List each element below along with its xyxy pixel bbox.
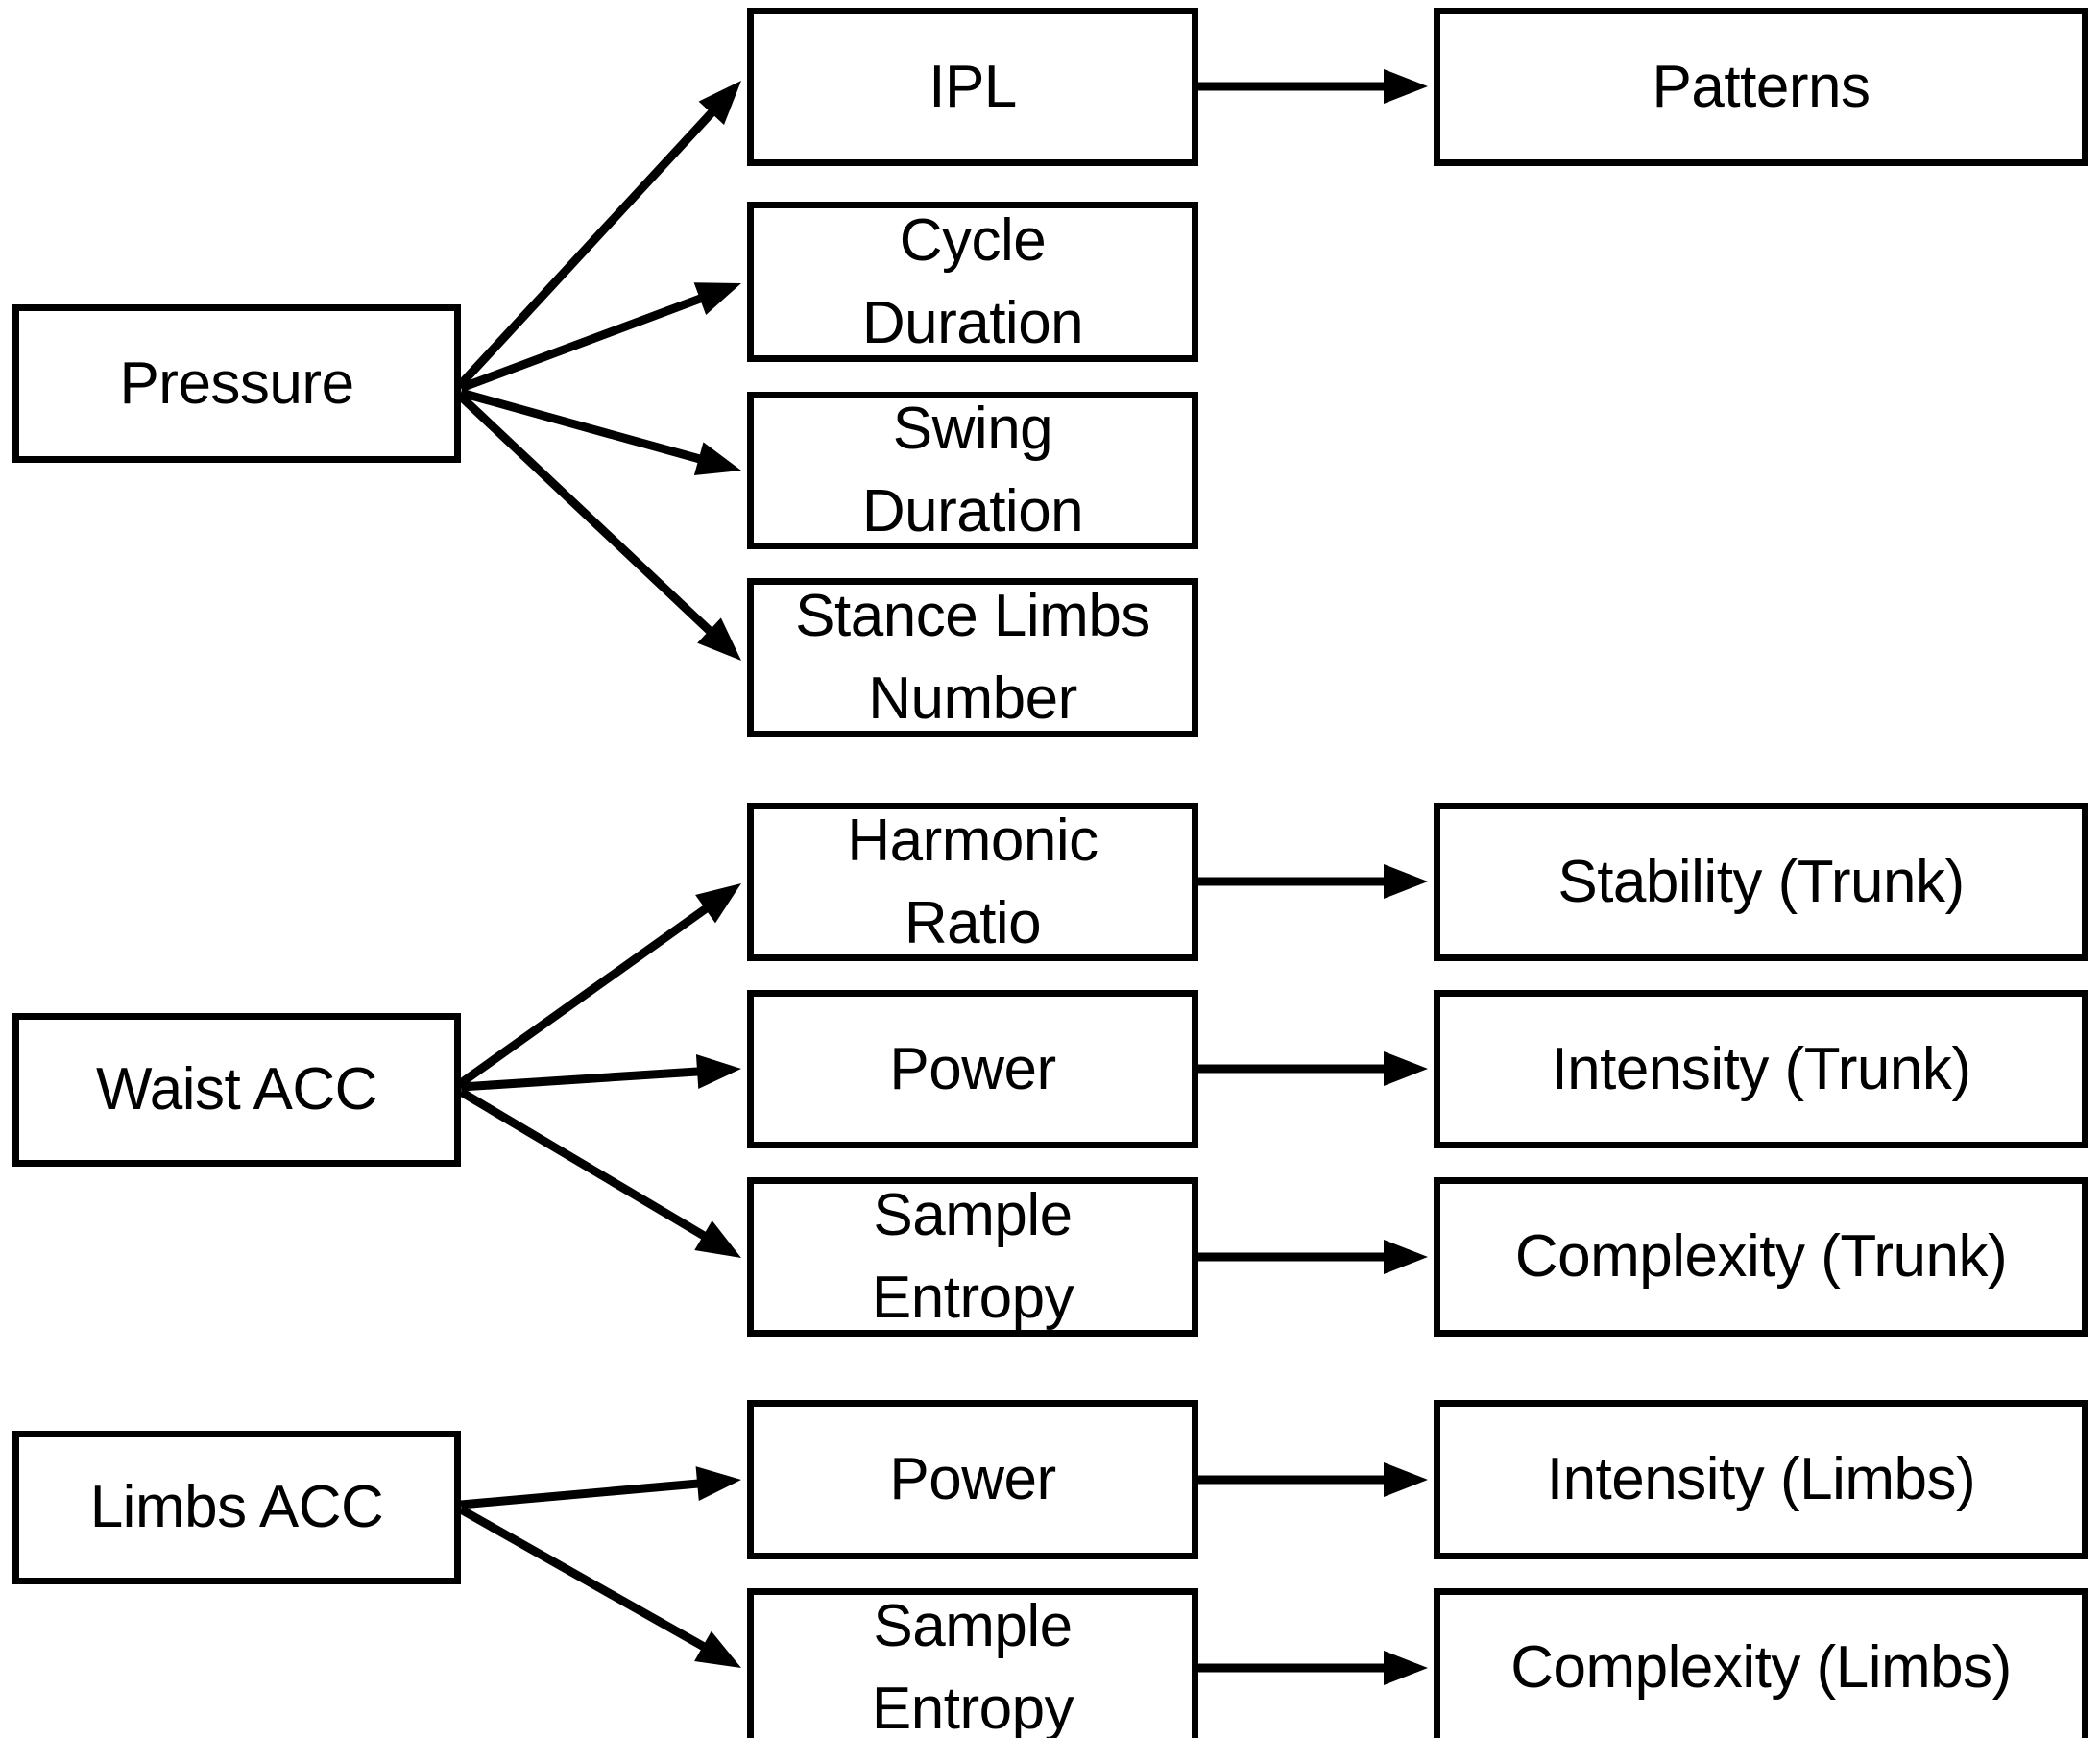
edge-line (458, 903, 712, 1087)
edge-power-limbs-to-intensity-limbs (1198, 1462, 1428, 1497)
node-label: Swing Duration (861, 396, 1084, 544)
node-label: Patterns (1652, 53, 1871, 120)
node-power-waist[interactable]: Power (747, 990, 1198, 1148)
edge-line (458, 1088, 710, 1242)
node-complexity-trunk[interactable]: Complexity (Trunk) (1434, 1177, 2088, 1337)
node-sample-entropy-waist[interactable]: Sample Entropy (747, 1177, 1198, 1337)
edge-line (457, 107, 717, 388)
node-label: Sample Entropy (871, 1182, 1074, 1331)
arrowhead-icon (693, 442, 741, 476)
node-label: Pressure (119, 350, 354, 417)
arrowhead-icon (1384, 1240, 1428, 1274)
node-label: Waist ACC (96, 1056, 377, 1123)
node-label: Power (889, 1035, 1056, 1102)
node-ipl[interactable]: IPL (747, 8, 1198, 166)
arrowhead-icon (694, 1220, 741, 1258)
edge-sample-entropy-limbs-to-complexity-limbs (1198, 1651, 1428, 1685)
node-harmonic-ratio[interactable]: Harmonic Ratio (747, 803, 1198, 961)
edge-pressure-to-stance-limbs-number (457, 393, 741, 661)
node-label: Sample Entropy (871, 1593, 1074, 1738)
arrowhead-icon (695, 1054, 741, 1089)
node-limbs-acc[interactable]: Limbs ACC (12, 1431, 461, 1584)
edge-line (459, 388, 704, 465)
node-label: IPL (929, 53, 1017, 120)
arrowhead-icon (694, 1630, 741, 1668)
edge-sample-entropy-waist-to-complexity-trunk (1198, 1240, 1428, 1274)
node-power-limbs[interactable]: Power (747, 1400, 1198, 1559)
node-pressure[interactable]: Pressure (12, 304, 461, 463)
arrowhead-icon (695, 1466, 741, 1502)
arrowhead-icon (697, 617, 741, 661)
edge-limbs-acc-to-power-limbs (460, 1466, 741, 1509)
edge-line (459, 293, 706, 393)
node-label: Harmonic Ratio (847, 807, 1098, 956)
node-label: Intensity (Limbs) (1546, 1446, 1976, 1513)
node-stance-limbs-number[interactable]: Stance Limbs Number (747, 578, 1198, 737)
edge-ipl-to-patterns (1198, 69, 1428, 104)
arrowhead-icon (1384, 1651, 1428, 1685)
arrowhead-icon (1384, 69, 1428, 104)
edge-power-waist-to-intensity-trunk (1198, 1051, 1428, 1086)
arrowhead-icon (695, 883, 741, 924)
edge-pressure-to-ipl (457, 81, 741, 388)
node-label: Intensity (Trunk) (1551, 1035, 1971, 1102)
edge-waist-acc-to-power-waist (460, 1054, 741, 1092)
edge-waist-acc-to-sample-entropy-waist (458, 1088, 741, 1258)
node-label: Complexity (Trunk) (1514, 1223, 2008, 1291)
edge-harmonic-ratio-to-stability-trunk (1198, 864, 1428, 899)
edge-pressure-to-swing-duration (459, 388, 741, 476)
edge-line (458, 1506, 709, 1653)
arrowhead-icon (1384, 1462, 1428, 1497)
node-stability-trunk[interactable]: Stability (Trunk) (1434, 803, 2088, 961)
edge-waist-acc-to-harmonic-ratio (458, 883, 741, 1087)
node-intensity-limbs[interactable]: Intensity (Limbs) (1434, 1400, 2088, 1559)
edge-limbs-acc-to-sample-entropy-limbs (458, 1506, 741, 1668)
edge-line (460, 1067, 702, 1092)
node-label: Stance Limbs Number (795, 583, 1150, 732)
node-label: Power (889, 1446, 1056, 1513)
node-label: Cycle Duration (861, 206, 1084, 356)
arrowhead-icon (1384, 864, 1428, 899)
node-waist-acc[interactable]: Waist ACC (12, 1013, 461, 1167)
node-sample-entropy-limbs[interactable]: Sample Entropy (747, 1588, 1198, 1738)
node-swing-duration[interactable]: Swing Duration (747, 392, 1198, 549)
arrowhead-icon (693, 282, 741, 315)
arrowhead-icon (1384, 1051, 1428, 1086)
node-cycle-duration[interactable]: Cycle Duration (747, 202, 1198, 362)
node-patterns[interactable]: Patterns (1434, 8, 2088, 166)
edge-pressure-to-cycle-duration (459, 282, 741, 393)
node-label: Stability (Trunk) (1557, 848, 1965, 915)
node-intensity-trunk[interactable]: Intensity (Trunk) (1434, 990, 2088, 1148)
node-label: Limbs ACC (89, 1474, 384, 1541)
edge-line (457, 393, 715, 637)
node-complexity-limbs[interactable]: Complexity (Limbs) (1434, 1588, 2088, 1738)
node-label: Complexity (Limbs) (1510, 1634, 2012, 1702)
arrowhead-icon (698, 81, 741, 126)
edge-line (460, 1479, 702, 1509)
